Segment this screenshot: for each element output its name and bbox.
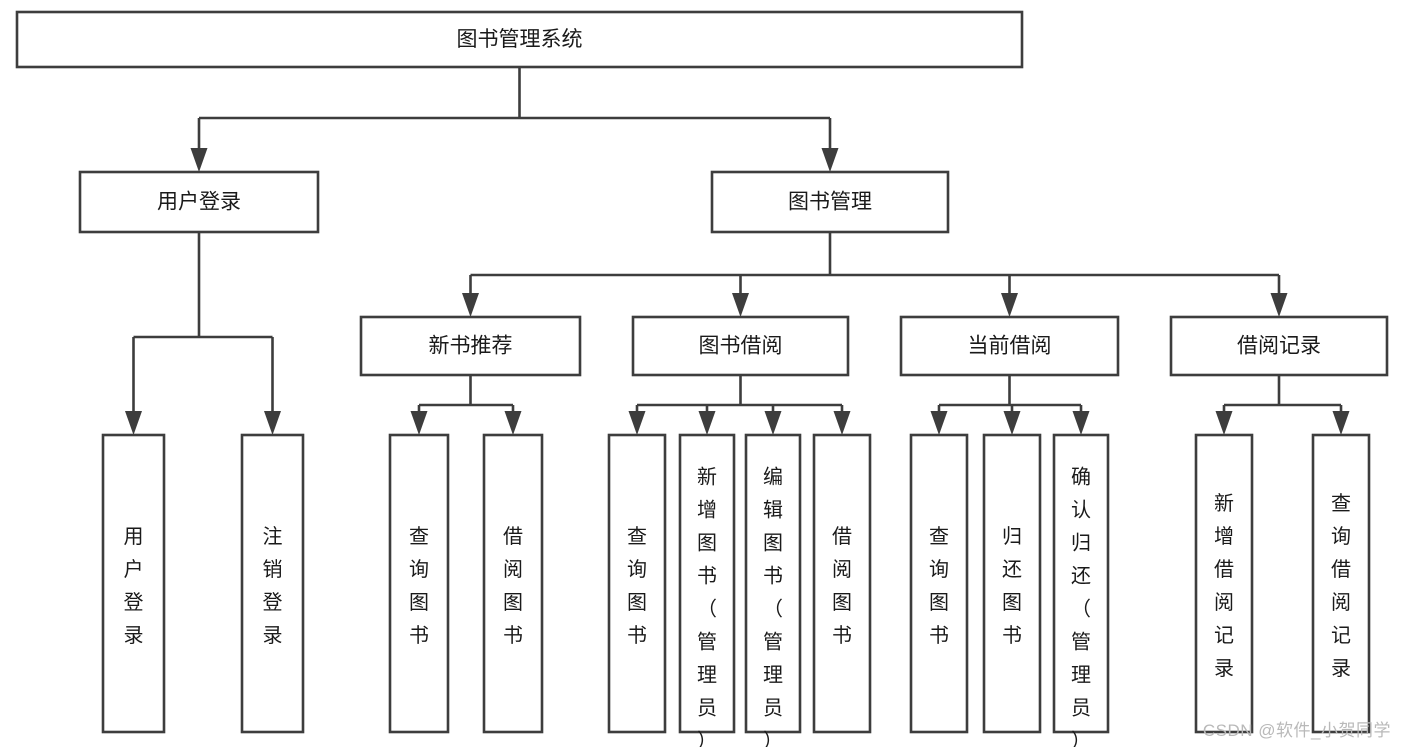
- node-leaf-query-book-rec[interactable]: 查询图书: [388, 433, 450, 734]
- node-leaf-add-borrow-record[interactable]: 新增借阅记录: [1194, 433, 1254, 734]
- node-leaf-user-logout-box: [240, 433, 305, 734]
- node-borrow-record[interactable]: 借阅记录: [1169, 315, 1389, 377]
- arrow-down-icon: [833, 411, 851, 435]
- node-leaf-query-book-borrow[interactable]: 查询图书: [607, 433, 667, 734]
- node-current-borrow-box: [899, 315, 1120, 377]
- node-book-borrow[interactable]: 图书借阅: [631, 315, 850, 377]
- node-leaf-query-book-cur[interactable]: 查询图书: [909, 433, 969, 734]
- node-leaf-query-borrow-record-label: 查询借阅记录: [1331, 492, 1351, 680]
- node-leaf-edit-book[interactable]: 编辑图书（管理员）: [744, 433, 802, 747]
- node-leaf-user-logout[interactable]: 注销登录: [240, 433, 305, 734]
- node-leaf-confirm-return-label: 确认归还（管理员）: [1071, 465, 1091, 747]
- arrow-down-icon: [410, 411, 428, 435]
- node-leaf-borrow-book[interactable]: 借阅图书: [812, 433, 872, 734]
- node-leaf-query-book-cur-box: [909, 433, 969, 734]
- node-leaf-edit-book-box: [744, 433, 802, 734]
- arrow-down-icon: [1072, 411, 1090, 435]
- arrow-down-icon: [1270, 293, 1288, 317]
- arrow-down-icon: [930, 411, 948, 435]
- arrow-down-icon: [1215, 411, 1233, 435]
- node-leaf-add-borrow-record-label: 新增借阅记录: [1214, 492, 1234, 680]
- node-book-borrow-box: [631, 315, 850, 377]
- arrow-down-icon: [628, 411, 646, 435]
- arrow-down-icon: [821, 148, 839, 172]
- node-leaf-confirm-return[interactable]: 确认归还（管理员）: [1052, 433, 1110, 747]
- node-root-box: [15, 10, 1024, 69]
- node-user-login-label: 用户登录: [157, 191, 241, 214]
- node-leaf-query-borrow-record-box: [1311, 433, 1371, 734]
- node-leaf-query-borrow-record[interactable]: 查询借阅记录: [1311, 433, 1371, 734]
- node-leaf-user-logout-label: 注销登录: [263, 525, 283, 647]
- node-leaf-borrow-book-label: 借阅图书: [832, 525, 852, 647]
- node-root-label: 图书管理系统: [457, 28, 583, 51]
- csdn-watermark: CSDN @软件_小贺同学: [1202, 721, 1391, 740]
- node-leaf-user-login-box: [101, 433, 166, 734]
- arrow-down-icon: [1332, 411, 1350, 435]
- node-current-borrow-label: 当前借阅: [968, 335, 1052, 358]
- node-leaf-query-book-cur-label: 查询图书: [929, 525, 949, 647]
- node-leaf-query-book-borrow-box: [607, 433, 667, 734]
- arrow-down-icon: [1003, 411, 1021, 435]
- node-leaf-return-book[interactable]: 归还图书: [982, 433, 1042, 734]
- node-leaf-return-book-label: 归还图书: [1002, 525, 1022, 647]
- node-leaf-query-book-borrow-label: 查询图书: [627, 525, 647, 647]
- node-leaf-add-book[interactable]: 新增图书（管理员）: [678, 433, 736, 747]
- arrow-down-icon: [732, 293, 749, 317]
- arrow-down-icon: [698, 411, 716, 435]
- node-current-borrow[interactable]: 当前借阅: [899, 315, 1120, 377]
- node-book-manage[interactable]: 图书管理: [710, 170, 950, 234]
- node-user-login[interactable]: 用户登录: [78, 170, 320, 234]
- node-leaf-borrow-book-box: [812, 433, 872, 734]
- node-root[interactable]: 图书管理系统: [15, 10, 1024, 69]
- node-new-book-rec-box: [359, 315, 582, 377]
- node-leaf-borrow-book-rec-label: 借阅图书: [503, 525, 523, 647]
- arrow-down-icon: [462, 293, 479, 317]
- node-leaf-user-login-label: 用户登录: [124, 526, 144, 647]
- node-user-login-box: [78, 170, 320, 234]
- node-leaf-add-book-box: [678, 433, 736, 734]
- arrow-down-icon: [764, 411, 782, 435]
- node-new-book-rec-label: 新书推荐: [429, 335, 513, 358]
- node-book-manage-box: [710, 170, 950, 234]
- node-borrow-record-box: [1169, 315, 1389, 377]
- node-leaf-edit-book-label: 编辑图书（管理员）: [763, 465, 783, 747]
- node-leaf-borrow-book-rec[interactable]: 借阅图书: [482, 433, 544, 734]
- node-leaf-user-login[interactable]: 用户登录: [101, 433, 166, 734]
- node-leaf-add-book-label: 新增图书（管理员）: [697, 465, 717, 747]
- arrow-down-icon: [264, 411, 281, 435]
- node-book-manage-label: 图书管理: [788, 191, 872, 214]
- node-book-borrow-label: 图书借阅: [699, 335, 783, 358]
- node-leaf-add-borrow-record-box: [1194, 433, 1254, 734]
- node-new-book-rec[interactable]: 新书推荐: [359, 315, 582, 377]
- node-leaf-return-book-box: [982, 433, 1042, 734]
- node-leaf-borrow-book-rec-box: [482, 433, 544, 734]
- node-leaf-query-book-rec-box: [388, 433, 450, 734]
- arrow-down-icon: [125, 411, 142, 435]
- node-leaf-confirm-return-box: [1052, 433, 1110, 734]
- node-leaf-query-book-rec-label: 查询图书: [409, 525, 429, 647]
- node-borrow-record-label: 借阅记录: [1237, 335, 1321, 358]
- arrow-down-icon: [1001, 293, 1018, 317]
- arrow-down-icon: [504, 411, 522, 435]
- arrow-down-icon: [190, 148, 208, 172]
